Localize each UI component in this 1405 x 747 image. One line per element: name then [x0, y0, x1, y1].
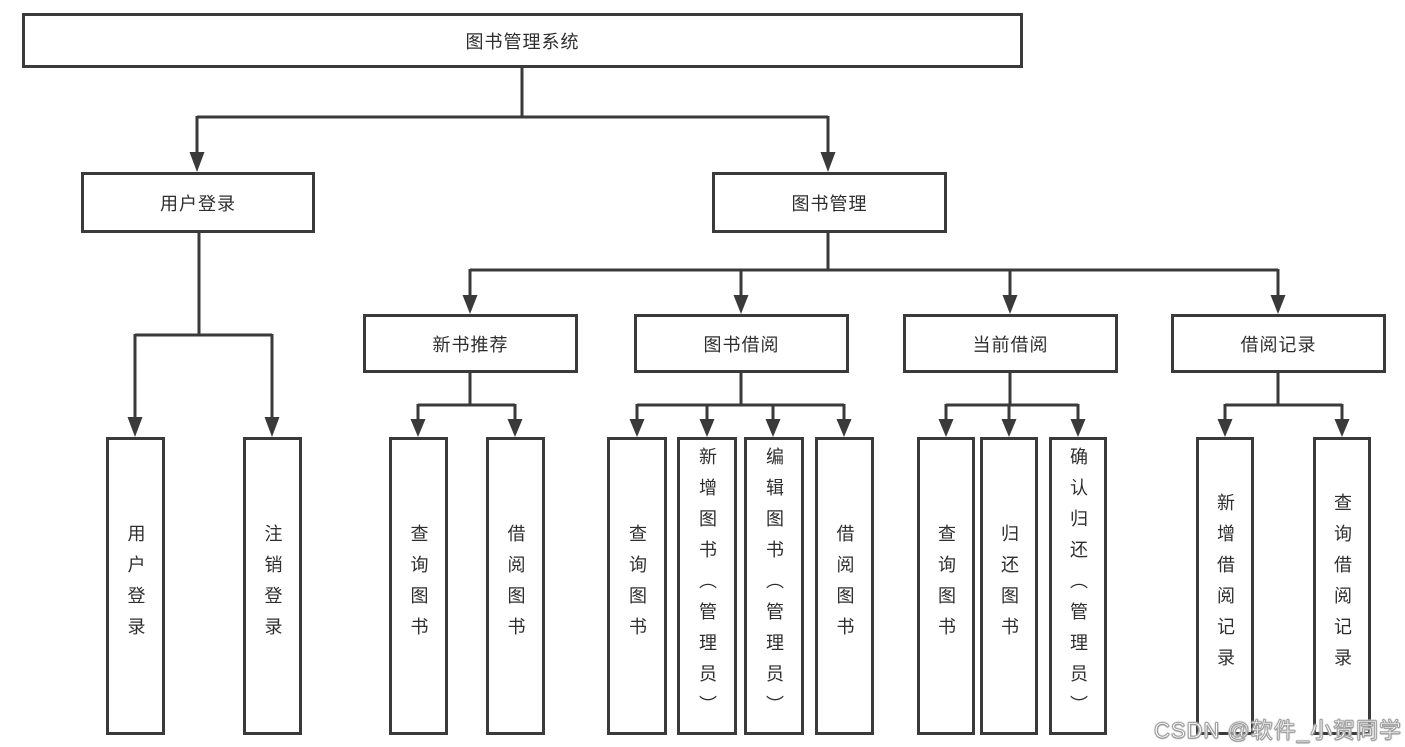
node-book-borrow: 图书借阅: [634, 314, 849, 373]
leaf-user-login: 用户登录: [106, 437, 165, 735]
watermark: CSDN @软件_小贺同学: [1153, 718, 1402, 744]
leaf-query-borrow-record: 查询借阅记录: [1313, 437, 1371, 735]
node-new-book-rec-label: 新书推荐: [432, 334, 509, 355]
node-user-login-label: 用户登录: [160, 193, 236, 214]
leaf-borrow-book-rec: 借阅图书: [486, 437, 545, 735]
leaf-confirm-return-admin-label: 确认归还（管理员）: [1068, 446, 1088, 726]
leaf-query-book-current: 查询图书: [917, 437, 975, 735]
node-current-borrow-label: 当前借阅: [972, 334, 1049, 355]
leaf-edit-book-admin: 编辑图书（管理员）: [744, 437, 804, 735]
node-book-mgmt: 图书管理: [712, 172, 947, 233]
leaf-return-book: 归还图书: [980, 437, 1038, 735]
node-root: 图书管理系统: [22, 13, 1023, 68]
leaf-add-book-admin-label: 新增图书（管理员）: [697, 446, 717, 726]
leaf-query-book-borrow-label: 查询图书: [627, 524, 647, 648]
leaf-query-borrow-record-label: 查询借阅记录: [1332, 493, 1352, 679]
leaf-user-login-label: 用户登录: [125, 524, 146, 648]
node-new-book-rec: 新书推荐: [363, 314, 578, 373]
node-borrow-records: 借阅记录: [1171, 314, 1386, 373]
leaf-query-book-rec: 查询图书: [389, 437, 448, 735]
node-user-login: 用户登录: [81, 172, 315, 233]
node-root-label: 图书管理系统: [465, 31, 580, 52]
leaf-query-book-current-label: 查询图书: [936, 524, 956, 648]
leaf-logout-label: 注销登录: [262, 524, 283, 648]
node-book-mgmt-label: 图书管理: [791, 193, 868, 214]
leaf-edit-book-admin-label: 编辑图书（管理员）: [764, 446, 784, 726]
leaf-borrow-book: 借阅图书: [815, 437, 874, 735]
leaf-query-book-rec-label: 查询图书: [408, 524, 429, 648]
leaf-borrow-book-rec-label: 借阅图书: [505, 524, 526, 648]
leaf-confirm-return-admin: 确认归还（管理员）: [1049, 437, 1107, 735]
node-borrow-records-label: 借阅记录: [1240, 334, 1317, 355]
leaf-add-borrow-record: 新增借阅记录: [1196, 437, 1254, 735]
leaf-return-book-label: 归还图书: [999, 524, 1019, 648]
leaf-logout: 注销登录: [243, 437, 302, 735]
leaf-add-book-admin: 新增图书（管理员）: [677, 437, 737, 735]
node-current-borrow: 当前借阅: [903, 314, 1118, 373]
leaf-borrow-book-label: 借阅图书: [834, 524, 855, 648]
node-book-borrow-label: 图书借阅: [703, 334, 780, 355]
leaf-add-borrow-record-label: 新增借阅记录: [1215, 493, 1235, 679]
leaf-query-book-borrow: 查询图书: [607, 437, 667, 735]
